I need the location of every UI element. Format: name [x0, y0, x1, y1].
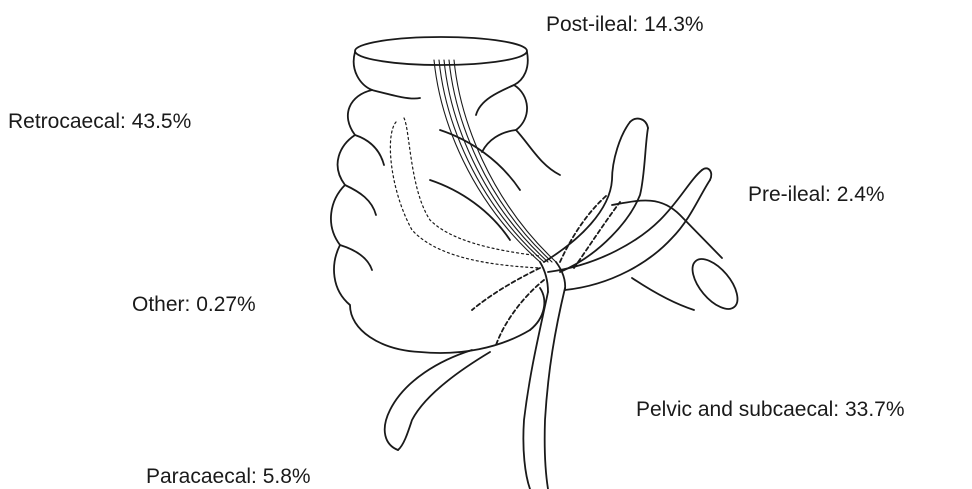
- appendix-post-ileal-dashed: [560, 196, 620, 268]
- label-pre-ileal: Pre-ileal: 2.4%: [748, 183, 885, 207]
- ileocaecal-junction: [540, 262, 565, 292]
- label-other: Other: 0.27%: [132, 293, 256, 317]
- appendix-pelvic-subcaecal: [523, 168, 711, 489]
- label-retrocaecal: Retrocaecal: 43.5%: [8, 110, 191, 134]
- appendix-paracaecal: [385, 350, 490, 450]
- label-pelvic-subcaecal: Pelvic and subcaecal: 33.7%: [636, 398, 905, 422]
- label-post-ileal: Post-ileal: 14.3%: [546, 13, 704, 37]
- caecum-outline: [331, 37, 560, 353]
- appendix-pre-ileal: [544, 119, 648, 272]
- appendix-other: [472, 268, 544, 345]
- label-paracaecal: Paracaecal: 5.8%: [146, 465, 311, 489]
- colon-cut-end: [355, 37, 527, 65]
- ileum: [612, 201, 746, 317]
